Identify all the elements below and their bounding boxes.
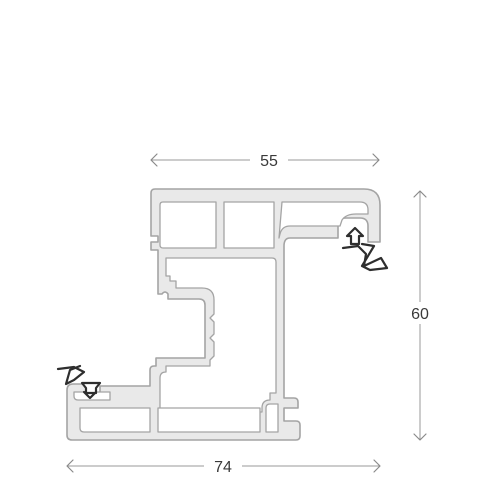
top-dimension-label-bg	[250, 148, 288, 170]
right-seal-gasket-arrow	[345, 226, 365, 246]
top-chamber-right	[278, 201, 369, 239]
height-dimension-label-bg	[406, 302, 436, 324]
top-chamber-left	[159, 201, 217, 249]
bottom-dimension-left-arrow	[66, 459, 74, 473]
right-seal-gasket-lip	[341, 242, 389, 272]
top-dimension-right-arrow	[372, 153, 380, 167]
main-chamber	[159, 257, 277, 413]
bottom-chamber-left	[79, 407, 151, 433]
bottom-dimension-label: 74	[214, 459, 232, 476]
left-seal-gasket	[56, 364, 102, 400]
bottom-dimension: 74	[66, 455, 381, 477]
bottom-dimension-right-arrow	[373, 459, 381, 473]
height-dimension: 60	[406, 190, 436, 441]
height-dimension-bottom-arrow	[413, 433, 427, 441]
bottom-chamber-middle	[157, 407, 261, 433]
top-dimension-label: 55	[260, 153, 278, 170]
bottom-chamber-right	[265, 403, 279, 433]
top-chamber-middle	[223, 201, 275, 249]
top-dimension-left-arrow	[150, 153, 158, 167]
left-seal-gasket-lip	[56, 364, 86, 386]
bottom-dimension-label-bg	[204, 455, 242, 477]
top-dimension: 55	[150, 148, 380, 170]
left-seal-gasket-arrow	[80, 381, 102, 400]
height-dimension-label: 60	[411, 306, 429, 323]
right-seal-gasket	[341, 226, 389, 272]
height-dimension-top-arrow	[413, 190, 427, 198]
